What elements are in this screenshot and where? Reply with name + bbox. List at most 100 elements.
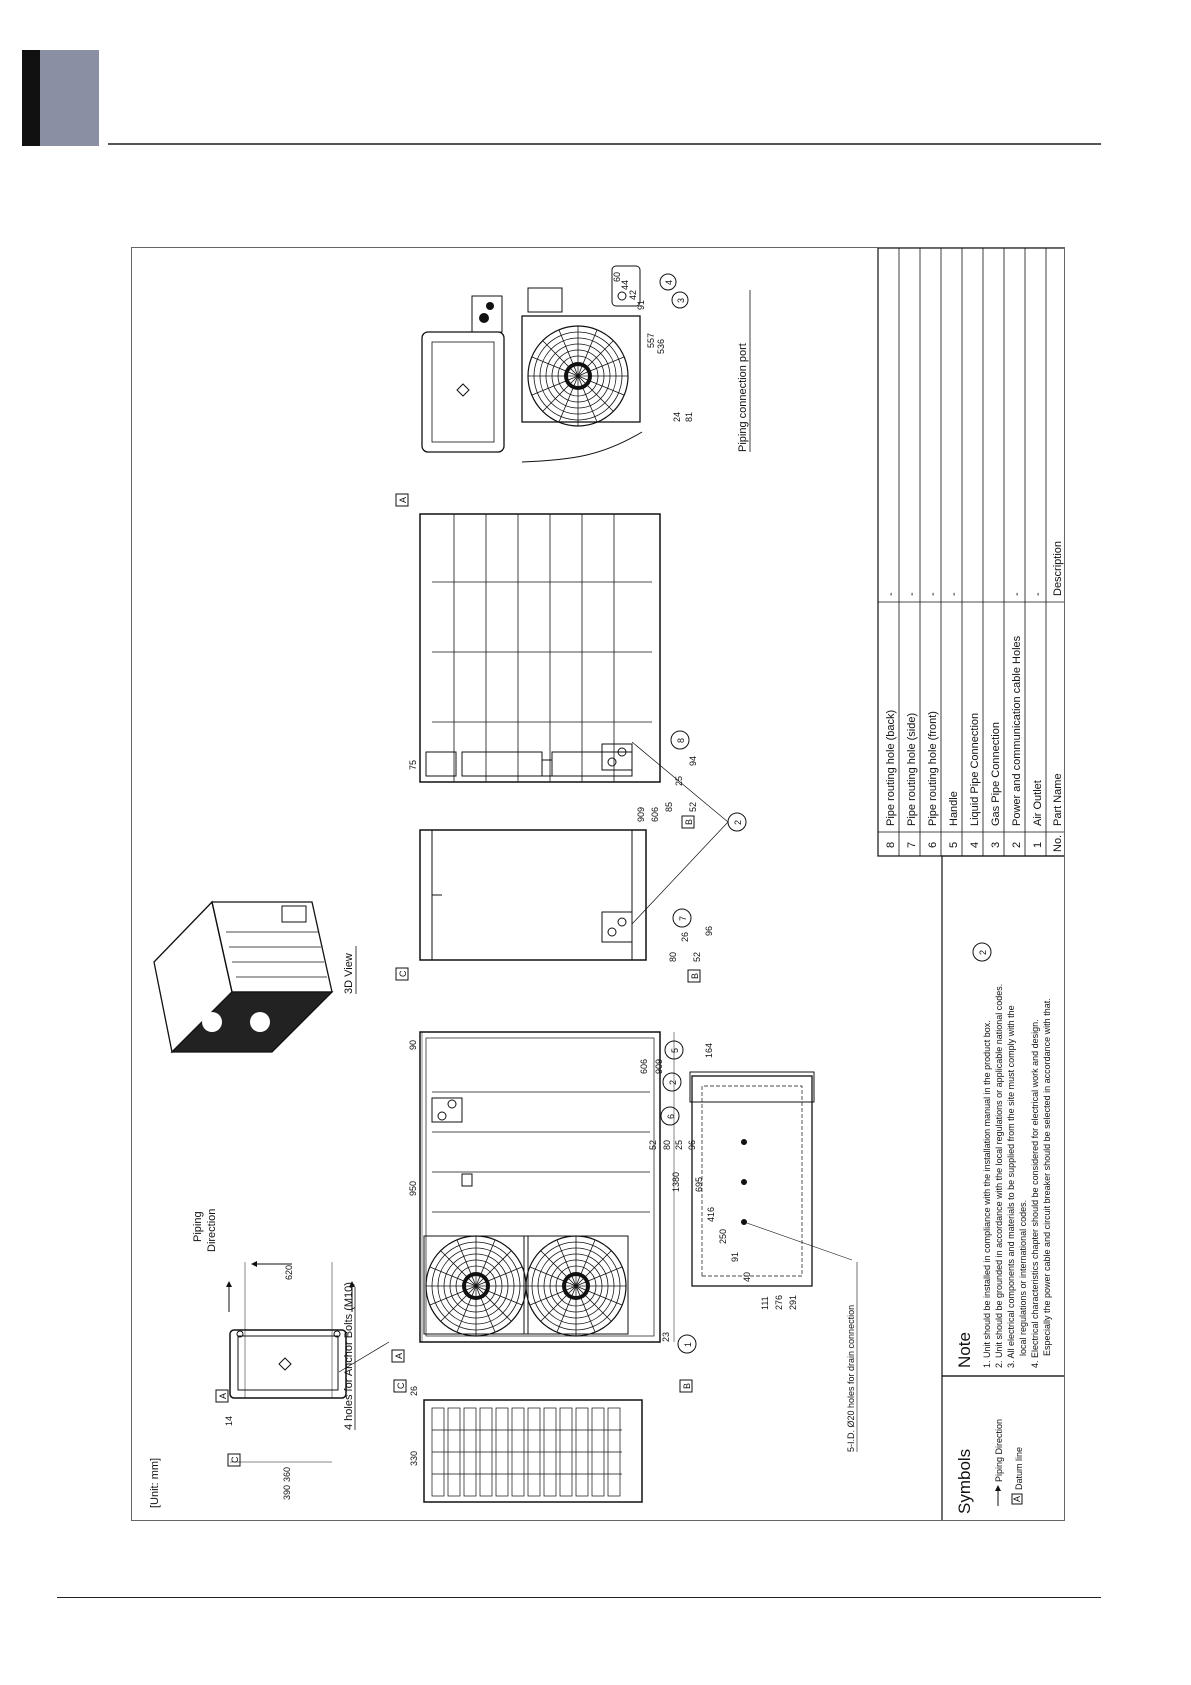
row-6-desc: - — [927, 592, 939, 596]
bottom-view: 695 416 250 91 40 111 276 291 164 5-I.D.… — [689, 1043, 858, 1452]
datum-c-side: C — [396, 1382, 406, 1389]
row-5-no: 5 — [948, 842, 960, 848]
dim-bot-291: 291 — [788, 1295, 798, 1310]
dim-front-80: 80 — [662, 1140, 672, 1150]
row-8-desc: - — [885, 592, 897, 596]
anchor-bolts-label: 4 holes for Anchor Bolts (M10) — [343, 1282, 355, 1430]
dim-bot-695: 695 — [694, 1177, 704, 1192]
dim-side-330: 330 — [409, 1451, 419, 1466]
dim-front-23: 23 — [661, 1332, 671, 1342]
chapter-tab-dark — [22, 50, 40, 146]
callout-2-low: 2 — [978, 950, 988, 955]
header-rule — [108, 143, 1101, 145]
piping-port-view: 60 44 42 91 557 536 24 81 4 3 Piping con… — [421, 265, 751, 463]
callout-4: 4 — [664, 280, 674, 285]
dim-mid-80: 80 — [668, 952, 678, 962]
row-5-desc: - — [948, 592, 960, 596]
dimension-drawing: [Unit: mm] 620 360 390 14 — [149, 248, 1064, 1520]
datum-c-mid: C — [398, 970, 408, 977]
datum-a-top: A — [218, 1393, 228, 1399]
datum-b-back: B — [684, 819, 694, 825]
row-7-desc: - — [906, 592, 918, 596]
front-view: 950 90 1380 23 606 909 52 80 25 96 A B — [391, 1031, 697, 1393]
datum-c-top: C — [230, 1456, 240, 1463]
row-1-desc: - — [1032, 592, 1044, 596]
row-7-part: Pipe routing hole (side) — [906, 713, 918, 826]
dim-side-26: 26 — [409, 1386, 419, 1396]
callout-1: 1 — [683, 1342, 693, 1347]
callout-2-mid: 2 — [733, 820, 743, 825]
dim-top-360: 360 — [282, 1467, 292, 1482]
callout-6: 6 — [666, 1114, 676, 1119]
callout-5: 5 — [670, 1048, 680, 1053]
dim-back-75: 75 — [408, 760, 418, 770]
note-line-2: 2. Unit should be grounded in accordance… — [994, 984, 1004, 1368]
row-6-part: Pipe routing hole (front) — [927, 711, 939, 826]
row-4-part: Liquid Pipe Connection — [969, 713, 981, 826]
symbols-box: Symbols Piping Direction A Datum line — [941, 1375, 1064, 1520]
top-view: 620 360 390 14 Piping Direction 4 holes … — [192, 1209, 390, 1500]
symbol-datum-box: A — [1012, 1496, 1022, 1502]
row-3-part: Gas Pipe Connection — [990, 722, 1002, 826]
row-7-no: 7 — [906, 842, 918, 848]
note-line-5: 4. Electrical characteristics chapter sh… — [1030, 1019, 1040, 1368]
fan-grille-bottom — [525, 1235, 627, 1337]
dim-front-52: 52 — [648, 1140, 658, 1150]
dim-port-24: 24 — [672, 412, 682, 422]
row-8-no: 8 — [885, 842, 897, 848]
header-description: Description — [1052, 541, 1064, 596]
view-3d-label: 3D View — [343, 953, 355, 994]
dim-back-85: 85 — [664, 802, 674, 812]
row-5-part: Handle — [948, 791, 960, 826]
dim-top-620: 620 — [284, 1265, 294, 1280]
dim-port-60: 60 — [612, 272, 622, 282]
symbol-datum-line: Datum line — [1014, 1447, 1024, 1490]
note-box: Note 1. Unit should be installed in comp… — [941, 855, 1064, 1377]
dim-bot-416: 416 — [706, 1207, 716, 1222]
footer-rule — [57, 1597, 1101, 1598]
dim-front-25: 25 — [674, 1140, 684, 1150]
drain-holes-label: 5-I.D. Ø20 holes for drain connection — [846, 1305, 856, 1452]
dim-bot-111: 111 — [760, 1296, 770, 1310]
note-line-1: 1. Unit should be installed in complianc… — [982, 1020, 992, 1368]
dim-front-90: 90 — [408, 1040, 418, 1050]
dim-front-1380: 1380 — [671, 1172, 681, 1192]
side-view: 330 26 C — [393, 1379, 643, 1503]
parts-table: 8 Pipe routing hole (back) - 7 Pipe rout… — [877, 248, 1064, 857]
dim-port-91: 91 — [636, 300, 646, 310]
side-view-right: 80 26 52 96 C B 7 2 2 — [395, 741, 992, 983]
note-line-4: local regulations or international codes… — [1018, 1200, 1028, 1356]
row-1-part: Air Outlet — [1032, 780, 1044, 826]
callout-2-front: 2 — [668, 1080, 678, 1085]
row-3-no: 3 — [990, 842, 1002, 848]
dim-mid-52: 52 — [692, 952, 702, 962]
iso-view: 3D View — [153, 900, 357, 1054]
dim-port-81: 81 — [684, 412, 694, 422]
callout-7: 7 — [678, 916, 688, 921]
rotated-drawing-sheet: [Unit: mm] 620 360 390 14 — [132, 248, 1064, 1520]
dim-back-52: 52 — [688, 802, 698, 812]
dim-port-557: 557 — [646, 333, 656, 348]
datum-b-front: B — [682, 1383, 692, 1389]
piping-direction-label-1: Piping — [192, 1211, 204, 1242]
row-8-part: Pipe routing hole (back) — [885, 710, 897, 826]
row-2-desc: - — [1011, 592, 1023, 596]
row-2-no: 2 — [1011, 842, 1023, 848]
dim-port-44: 44 — [620, 280, 630, 290]
dim-top-14: 14 — [224, 1416, 234, 1426]
dim-bot-164: 164 — [704, 1043, 714, 1058]
piping-port-label: Piping connection port — [737, 343, 749, 452]
row-1-no: 1 — [1032, 842, 1044, 848]
fan-grille-top — [425, 1235, 527, 1337]
piping-direction-label-2: Direction — [206, 1209, 218, 1252]
datum-a-front: A — [394, 1353, 404, 1359]
dim-port-42: 42 — [628, 290, 638, 300]
note-title: Note — [955, 1332, 974, 1368]
unit-label: [Unit: mm] — [149, 1458, 161, 1508]
fan-grille-port — [527, 325, 629, 427]
dim-back-25: 25 — [674, 776, 684, 786]
callout-8: 8 — [676, 738, 686, 743]
dim-top-390: 390 — [282, 1485, 292, 1500]
dim-back-606: 606 — [650, 807, 660, 822]
dim-front-606: 606 — [639, 1059, 649, 1074]
